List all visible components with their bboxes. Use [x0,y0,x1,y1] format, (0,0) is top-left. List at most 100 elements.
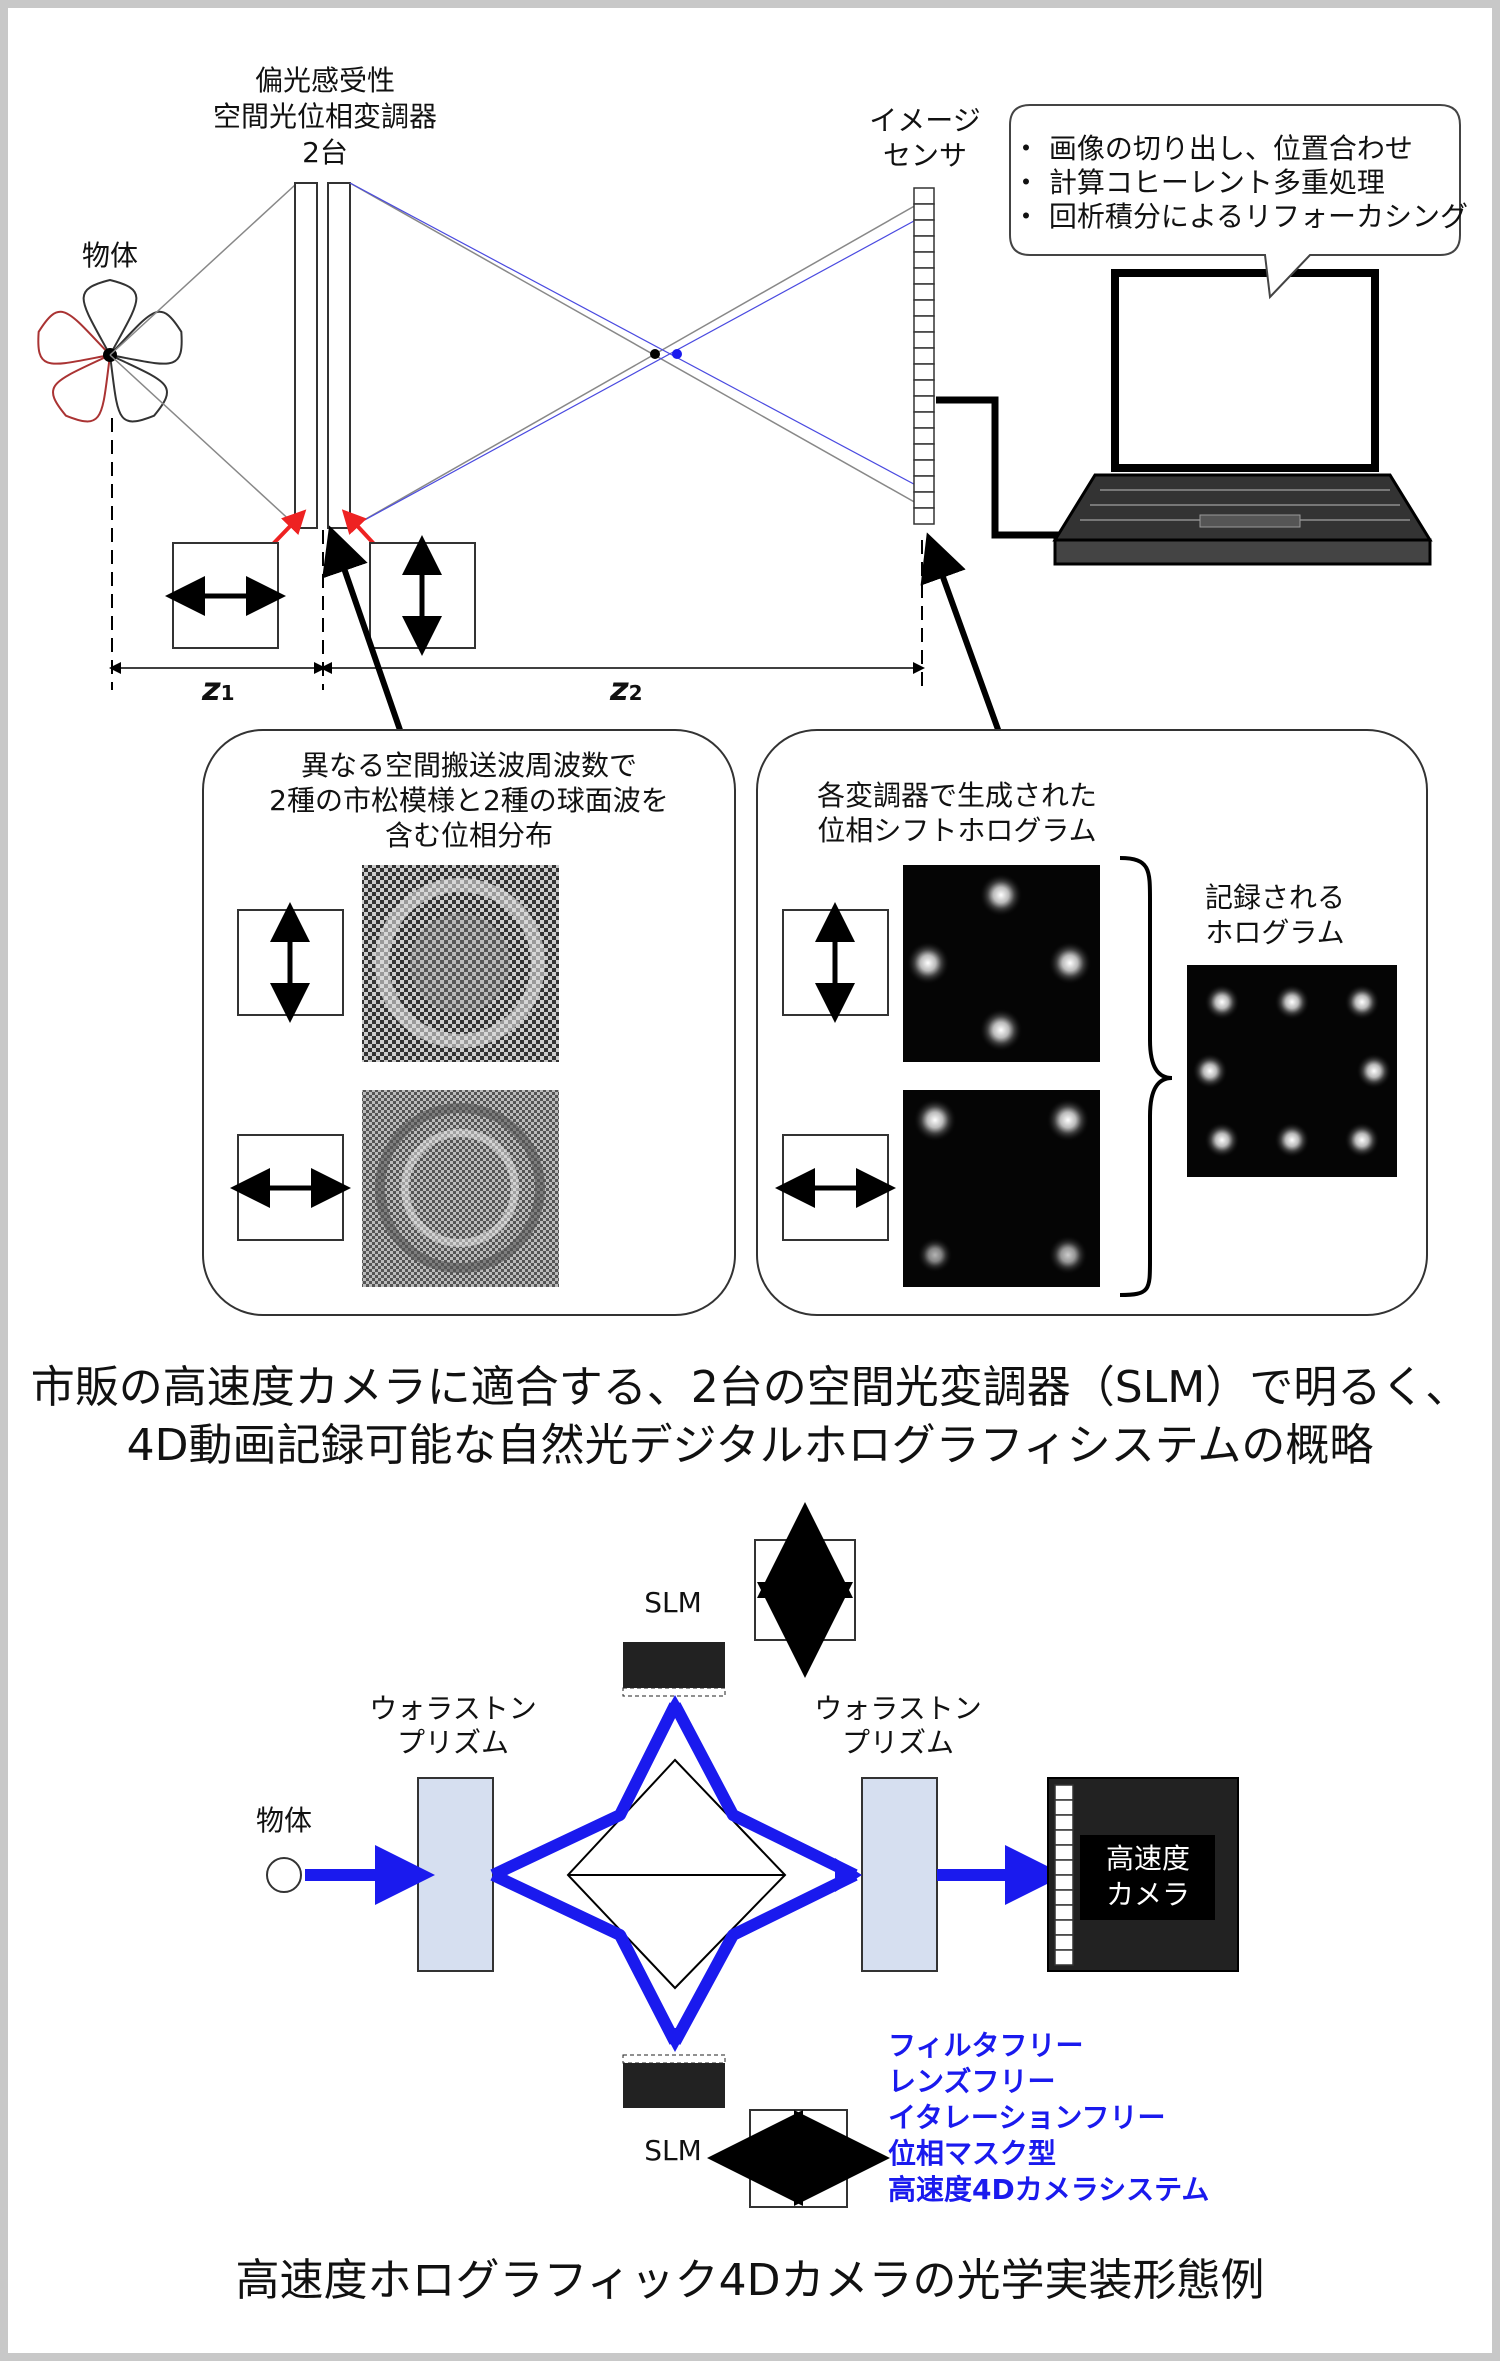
prism-right-label-2: プリズム [842,1726,954,1759]
wollaston-prism-left [417,1777,494,1972]
camera-sensor-pixel [1054,1844,1074,1861]
pointer-arrow-to-sensor [920,532,1003,737]
callout-line-2: ・ 計算コヒーレント多重処理 [1012,166,1385,199]
slm-plate-2 [327,182,351,529]
sensor-pixel [913,315,935,333]
camera-sensor-pixel [1054,1934,1074,1951]
left-pol-box-vertical [237,902,344,1023]
camera-sensor-pixel [1054,1949,1074,1966]
camera-sensor-pixel [1054,1859,1074,1876]
slm-bottom-device [622,2054,726,2108]
feature-3: イタレーションフリー [888,2101,1165,2134]
feature-1: フィルタフリー [888,2029,1083,2062]
bottom-object-label: 物体 [256,1804,312,1837]
slm-label-line-1: 偏光感受性 [255,64,395,97]
sensor-pixel [913,187,935,205]
laptop-icon [1052,269,1433,566]
sensor-label-line-1: イメージ [869,104,980,137]
right-pol-box-vertical [782,902,889,1023]
sensor-label-line-2: センサ [883,139,967,172]
camera-sensor-pixel [1054,1829,1074,1846]
camera-sensor-pixel [1054,1889,1074,1906]
recorded-label-1: 記録される [1205,881,1345,914]
right-panel-title-1: 各変調器で生成された [817,779,1097,812]
sensor-pixel [913,411,935,429]
right-panel-title-2: 位相シフトホログラム [817,814,1096,847]
red-arrow-left [270,509,307,547]
camera-sensor-pixel [1054,1784,1074,1801]
camera-sensor-pixel [1054,1904,1074,1921]
feature-4: 位相マスク型 [888,2137,1056,2170]
slm-label-line-2: 空間光位相変調器 [213,100,437,133]
sensor-pixel [913,379,935,397]
left-panel-title-3: 含む位相分布 [385,819,553,852]
camera-label-2: カメラ [1106,1878,1190,1911]
sensor-pixel [913,299,935,317]
sensor-pixel [913,475,935,493]
curly-brace [1119,856,1173,1297]
z2-label: z2 [609,670,643,708]
callout-line-1: ・ 画像の切り出し、位置合わせ [1012,132,1413,165]
camera-sensor-pixel [1054,1874,1074,1891]
feature-5: 高速度4Dカメラシステム [888,2173,1209,2206]
sensor-pixel [913,491,935,509]
sensor-pixel [913,363,935,381]
object-label: 物体 [82,239,138,272]
sensor-pixel [913,443,935,461]
sensor-pixel [913,459,935,477]
object-flower [37,278,183,423]
slm-label-line-3: 2台 [302,136,348,169]
slm-plate-1 [294,182,318,529]
bottom-object-circle [266,1857,302,1893]
sensor-pixel [913,331,935,349]
left-panel-title-1: 異なる空間搬送波周波数で [301,749,637,782]
beam-head-top [662,1695,688,1718]
focus-point-blue [672,349,682,359]
caption-1-line-2: 4D動画記録可能な自然光デジタルホログラフィシステムの概略 [127,1420,1374,1471]
processing-callout [1009,104,1461,300]
high-speed-camera [1047,1777,1239,1972]
prism-left-label-2: プリズム [397,1726,509,1759]
phase-pattern-image-1 [362,865,559,1062]
prism-left-label-1: ウォラストン [369,1692,536,1725]
pointer-arrow-to-slm [322,525,403,731]
caption-1-line-1: 市販の高速度カメラに適合する、2台の空間光変調器（SLM）で明るく、 [31,1362,1469,1413]
feature-2: レンズフリー [888,2065,1055,2098]
focus-point-black [650,349,660,359]
sensor-pixel [913,219,935,237]
camera-label-1: 高速度 [1106,1842,1190,1875]
recorded-hologram-image [1187,965,1397,1177]
sensor-pixel [913,267,935,285]
sensor-pixel [913,283,935,301]
blue-beam-paths [305,1702,1065,2045]
recorded-label-2: ホログラム [1205,916,1344,949]
beam-head-right [835,1858,862,1892]
slm-top-pol-box [754,1502,856,1678]
hologram-image-2 [903,1090,1100,1287]
sensor-pixel [913,347,935,365]
sensor-cable [936,396,1065,539]
image-sensor [913,187,935,525]
slm-top-device [622,1642,726,1697]
phase-pattern-image-2 [362,1090,559,1287]
sensor-pixel [913,235,935,253]
sensor-pixel [913,427,935,445]
object-ray-upper [109,184,296,356]
right-pol-box-horizontal [775,1134,896,1241]
polarization-box-horizontal [165,542,286,649]
prism-right-label-1: ウォラストン [814,1692,981,1725]
slm-top-label: SLM [644,1586,702,1619]
sensor-pixel [913,507,935,525]
slm-bottom-pol-box [707,2109,890,2208]
camera-sensor-pixel [1054,1814,1074,1831]
sensor-pixel [913,203,935,221]
camera-sensor-pixel [1054,1799,1074,1816]
hologram-image-1 [903,865,1100,1062]
sensor-pixel [913,395,935,413]
sensor-pixel [913,251,935,269]
ray-paths [349,182,926,529]
camera-sensor-pixel [1054,1919,1074,1936]
polarization-box-vertical [369,535,476,656]
z1-label: z1 [201,670,235,708]
